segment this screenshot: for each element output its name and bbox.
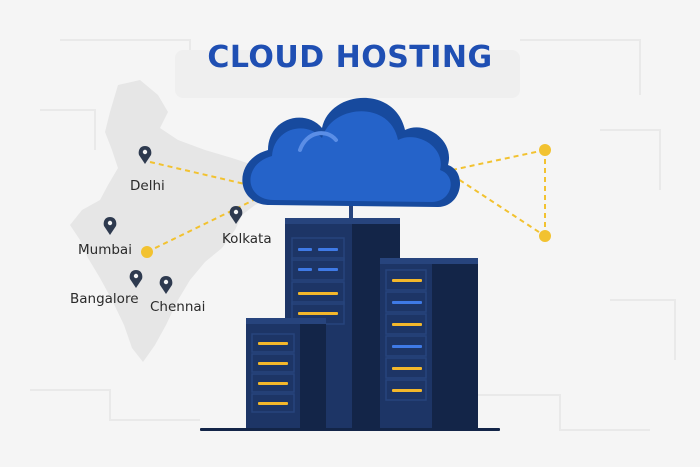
connector-lines-left bbox=[146, 161, 263, 253]
cloud-icon bbox=[242, 97, 461, 207]
server-rack-icon bbox=[380, 258, 478, 430]
connector-node-right-bottom bbox=[539, 230, 551, 242]
connector-node-mumbai bbox=[141, 246, 153, 258]
map-pin-icon bbox=[159, 276, 173, 294]
city-label-mumbai: Mumbai bbox=[78, 242, 132, 258]
map-pin-icon bbox=[103, 217, 117, 235]
map-pin-icon bbox=[229, 206, 243, 224]
city-label-kolkata: Kolkata bbox=[222, 231, 272, 247]
city-label-delhi: Delhi bbox=[130, 178, 165, 194]
ground-line bbox=[200, 428, 500, 431]
connector-lines-right bbox=[451, 149, 546, 237]
page-title: CLOUD HOSTING bbox=[207, 40, 493, 75]
server-rack-icon bbox=[246, 318, 326, 430]
connector-node-right-top bbox=[539, 144, 551, 156]
india-map-silhouette bbox=[70, 80, 280, 362]
background-circuit-lines bbox=[30, 39, 676, 431]
map-pin-icon bbox=[138, 146, 152, 164]
map-pin-icon bbox=[129, 270, 143, 288]
city-label-chennai: Chennai bbox=[150, 299, 206, 315]
city-label-bangalore: Bangalore bbox=[70, 291, 139, 307]
